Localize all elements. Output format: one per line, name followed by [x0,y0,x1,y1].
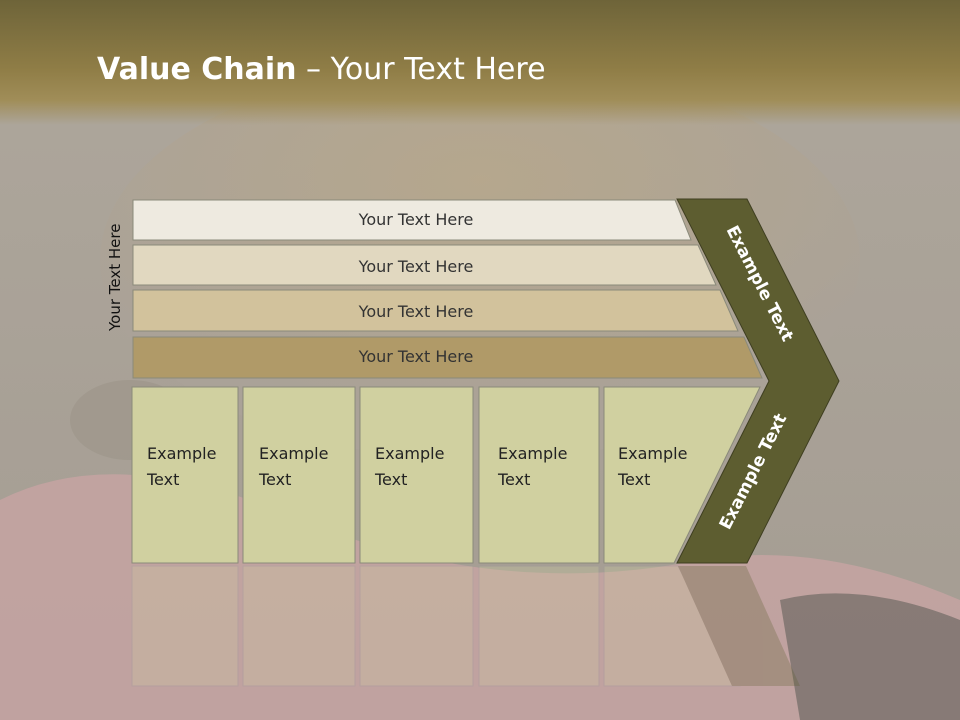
activity-1-line1: Example [147,444,216,463]
support-bar-4-label: Your Text Here [358,347,474,366]
support-bar-3-label: Your Text Here [358,302,474,321]
activity-2-line1: Example [259,444,328,463]
support-bar-2-label: Your Text Here [358,257,474,276]
activity-2-line2: Text [258,470,291,489]
reflection [131,565,800,687]
reflection-box [359,565,474,687]
support-bar-3 [132,289,739,332]
support-bar-1-label: Your Text Here [358,210,474,229]
reflection-box [242,565,356,687]
reflection-box [478,565,600,687]
activity-5-line1: Example [618,444,687,463]
header-band [0,0,960,125]
activity-4-line2: Text [497,470,530,489]
activity-box-1 [131,386,239,564]
reflection-box [603,565,741,687]
activity-5-line2: Text [617,470,650,489]
activity-4-line1: Example [498,444,567,463]
activity-box-2 [242,386,356,564]
activity-1-line2: Text [146,470,179,489]
activity-3-line1: Example [375,444,444,463]
support-bar-4 [132,336,763,379]
support-bar-1 [132,199,692,241]
margin-arrow [676,198,840,564]
reflection-arrow [678,566,800,686]
title-bold: Value Chain [97,52,297,87]
reflection-box [131,565,239,687]
page-title: Value Chain – Your Text Here [97,52,546,87]
activity-box-3 [359,386,474,564]
activity-box-5 [603,386,761,564]
support-bar-2 [132,244,717,286]
activity-3-line2: Text [374,470,407,489]
activity-box-4 [478,386,600,564]
title-rest: – Your Text Here [296,52,546,87]
